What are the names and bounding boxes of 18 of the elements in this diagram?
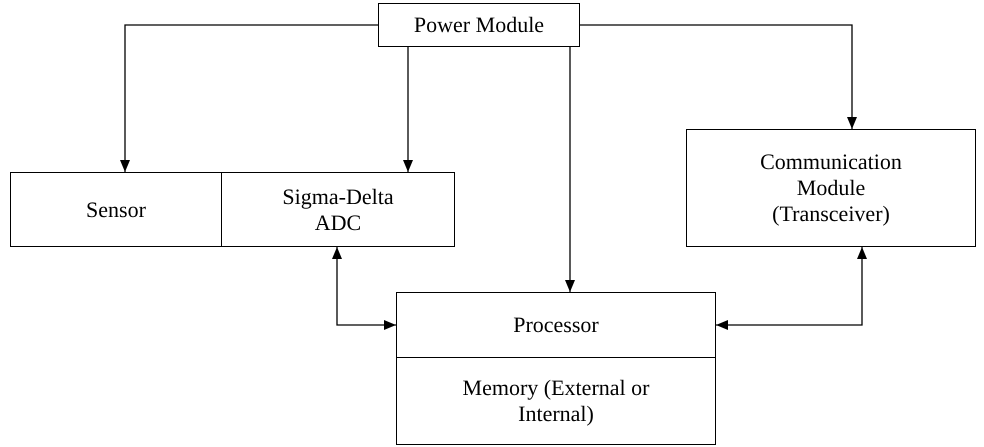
arrow (580, 24, 857, 129)
block-label: Memory (External or Internal) (462, 375, 650, 427)
block-box (378, 3, 580, 47)
block-box (686, 129, 976, 247)
arrow (716, 247, 867, 330)
arrow (120, 24, 378, 172)
block-label: Processor (513, 312, 599, 338)
block-label: Power Module (414, 12, 544, 38)
arrow (565, 47, 575, 292)
block-label: Communication Module (Transceiver) (759, 149, 903, 227)
block-label: Sigma-Delta ADC (281, 184, 395, 236)
arrow (332, 247, 396, 330)
block-box (396, 292, 716, 358)
arrow (403, 47, 413, 172)
block-box (396, 357, 716, 445)
block-box (221, 172, 455, 247)
block-label: Sensor (86, 196, 146, 222)
block-box (10, 172, 222, 247)
